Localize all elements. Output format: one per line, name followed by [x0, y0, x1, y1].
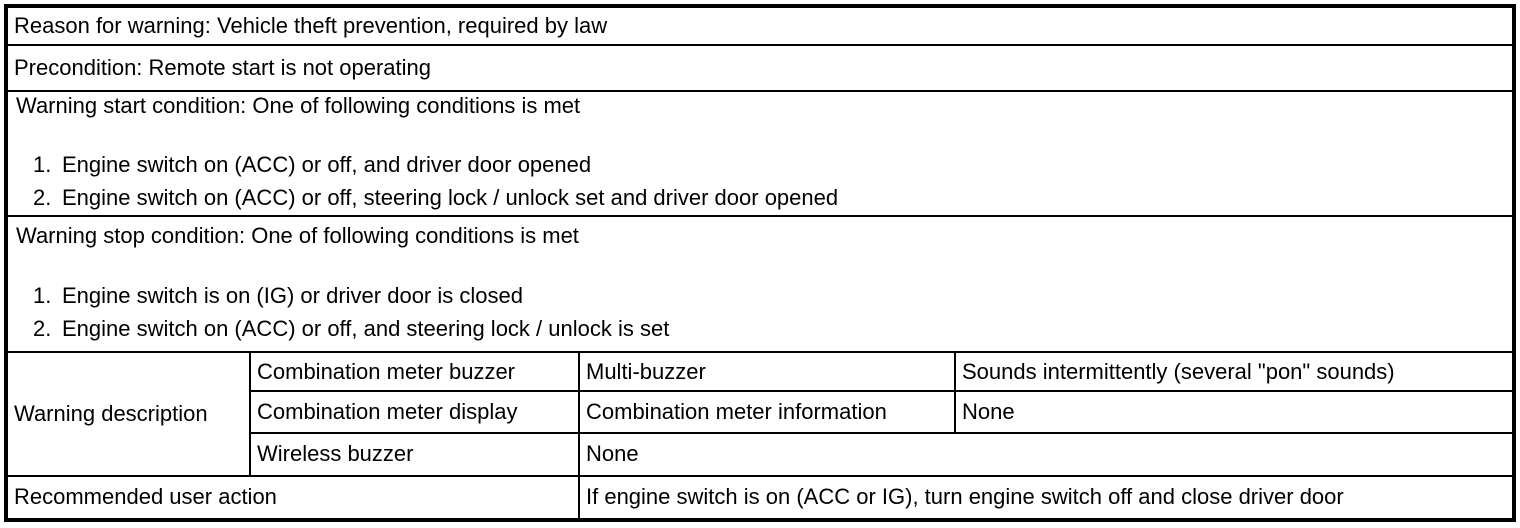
list-item-number: 2.: [33, 315, 52, 341]
device-cell: Wireless buzzer: [249, 431, 580, 477]
warning-description-label-cell: Warning description: [5, 351, 251, 477]
warning-start-condition-list: 1. Engine switch on (ACC) or off, and dri…: [14, 148, 1506, 214]
device-cell: Combination meter buzzer: [249, 351, 580, 393]
precondition-cell: Precondition: Remote start is not operat…: [5, 44, 1515, 93]
list-item: 1. Engine switch is on (IG) or driver doo…: [14, 279, 1506, 312]
recommended-action-value-cell: If engine switch is on (ACC or IG), turn…: [578, 474, 1515, 522]
table-row: Warning description Combination meter bu…: [5, 351, 1515, 477]
table-row: Recommended user action If engine switch…: [5, 474, 1515, 522]
table-row: Wireless buzzer None: [6, 431, 1515, 477]
list-item-text: Engine switch on (ACC) or off, and drive…: [62, 152, 592, 178]
warning-stop-condition-cell: Warning stop condition: One of following…: [5, 214, 1515, 354]
behavior-cell: Sounds intermittently (several "pon" sou…: [954, 351, 1515, 393]
list-item-text: Engine switch is on (IG) or driver door …: [62, 282, 523, 308]
list-item-number: 1.: [33, 152, 52, 178]
warning-stop-condition-title: Warning stop condition: One of following…: [16, 223, 579, 249]
behavior-cell: None: [954, 390, 1515, 434]
warning-start-condition-title: Warning start condition: One of followin…: [16, 92, 581, 118]
list-item-text: Engine switch on (ACC) or off, and steer…: [62, 315, 670, 341]
warning-stop-condition-list: 1. Engine switch is on (IG) or driver doo…: [14, 279, 1506, 345]
list-item: 1. Engine switch on (ACC) or off, and dri…: [14, 148, 1506, 181]
table-row: Reason for warning: Vehicle theft preven…: [5, 4, 1515, 47]
table-row: Warning start condition: One of followin…: [5, 90, 1515, 217]
list-item-number: 2.: [33, 185, 52, 211]
table-row: Combination meter display Combination me…: [6, 390, 1515, 434]
recommended-action-label-cell: Recommended user action: [5, 474, 580, 522]
component-cell: None: [578, 431, 1515, 477]
warning-spec-table: Reason for warning: Vehicle theft preven…: [4, 4, 1516, 522]
list-item-number: 1.: [33, 282, 52, 308]
component-cell: Combination meter information: [578, 390, 956, 434]
list-item: 2. Engine switch on (ACC) or off, and ste…: [14, 312, 1506, 345]
table-row: Precondition: Remote start is not operat…: [5, 44, 1515, 93]
device-cell: Combination meter display: [249, 390, 580, 434]
warning-start-condition-cell: Warning start condition: One of followin…: [5, 90, 1515, 217]
component-cell: Multi-buzzer: [578, 351, 956, 393]
list-item-text: Engine switch on (ACC) or off, steering …: [62, 185, 839, 211]
table-row: Warning stop condition: One of following…: [5, 214, 1515, 354]
reason-for-warning-cell: Reason for warning: Vehicle theft preven…: [5, 4, 1515, 47]
list-item: 2. Engine switch on (ACC) or off, steerin…: [14, 181, 1506, 214]
